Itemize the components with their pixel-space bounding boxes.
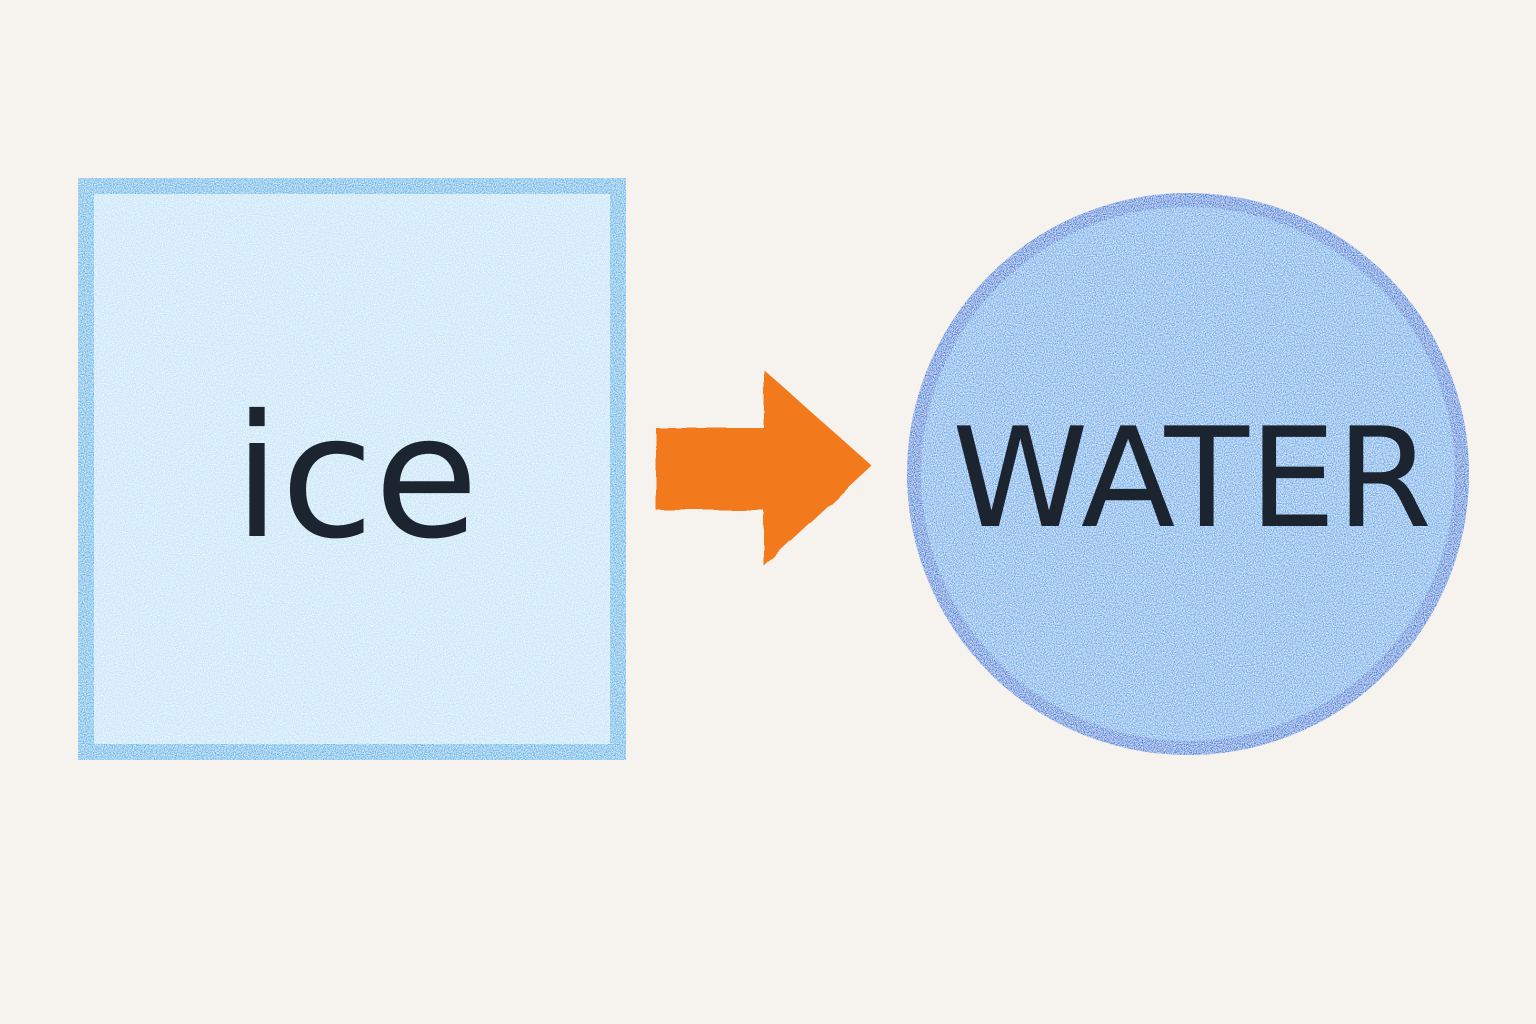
arrow-right-icon [656, 370, 872, 566]
ice-label: ice [233, 379, 478, 577]
ice-node: ice [78, 178, 626, 760]
water-node: WATER [907, 193, 1469, 755]
water-circle [907, 193, 1469, 755]
ice-square [78, 178, 626, 760]
water-label: WATER [952, 398, 1432, 559]
